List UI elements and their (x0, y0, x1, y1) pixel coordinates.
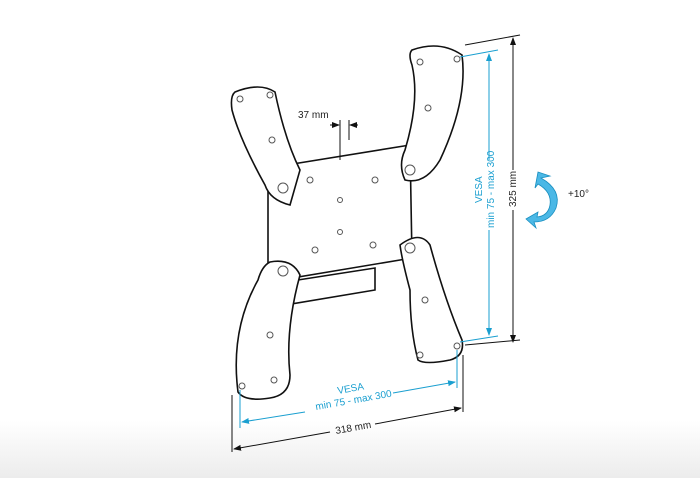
height-label: 325 mm (508, 171, 519, 207)
height-dimension: 325 mm (464, 34, 521, 346)
vesa-vertical-title: VESA (474, 176, 485, 203)
mounting-holes (236, 55, 461, 390)
vesa-vertical-range: min 75 - max 300 (486, 150, 497, 228)
arm-top-right (400, 45, 464, 182)
width-label: 318 mm (335, 420, 372, 437)
offset-dimension: 37 mm (298, 110, 358, 160)
offset-label: 37 mm (298, 110, 329, 121)
bracket-shape (230, 45, 464, 400)
vesa-vertical-dimension: VESA min 75 - max 300 (459, 49, 499, 343)
tilt-label: +10° (568, 189, 589, 200)
tilt-indicator: +10° (525, 171, 589, 230)
vesa-horizontal-title: VESA (337, 381, 366, 397)
arm-top-left (230, 86, 301, 206)
arm-bottom-left (235, 260, 301, 400)
arm-bottom-right (399, 236, 464, 364)
tilt-arrow-icon (525, 171, 558, 230)
